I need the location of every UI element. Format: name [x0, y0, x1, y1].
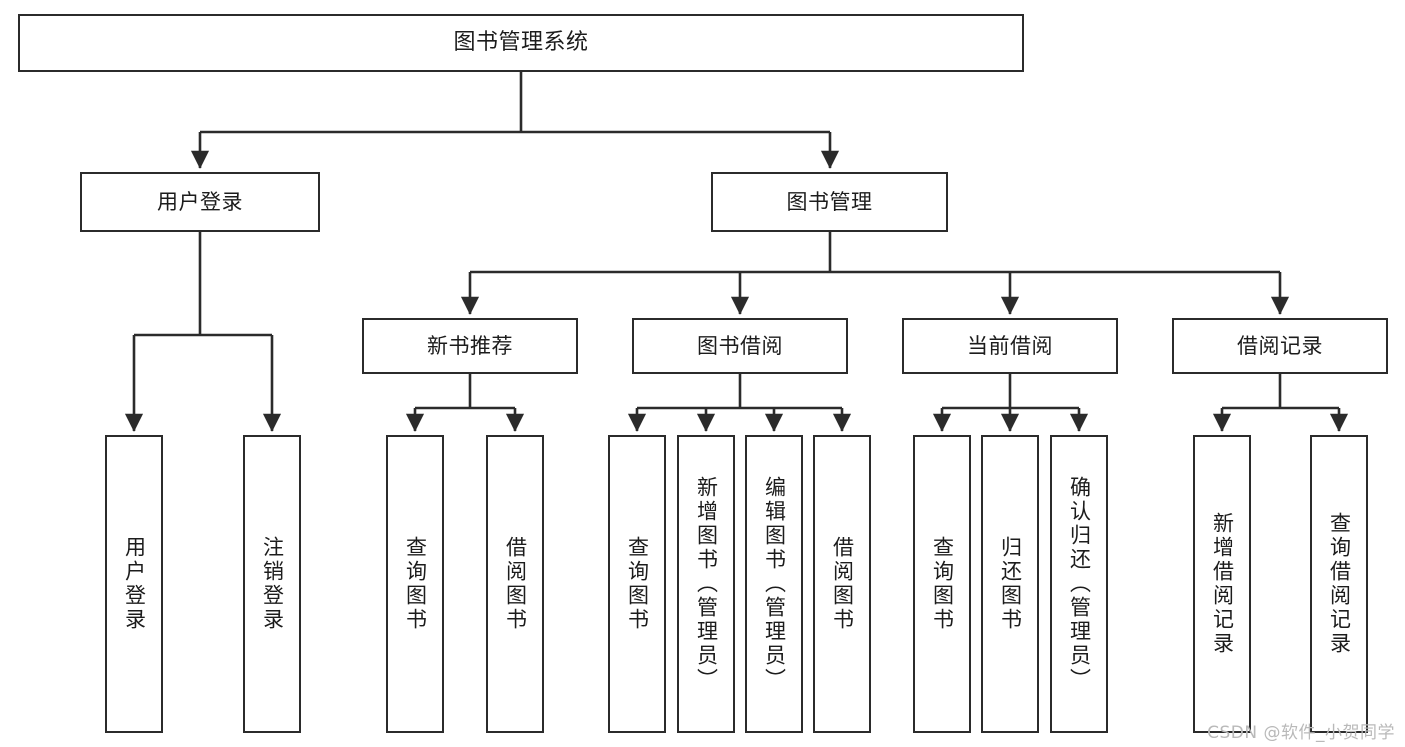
- node-leaf-logout[interactable]: 注销登录: [243, 435, 301, 733]
- node-leaf-query-book-label: 查询图书: [625, 536, 650, 632]
- node-root[interactable]: 图书管理系统: [18, 14, 1024, 72]
- node-leaf-borrow-book-rec-label: 借阅图书: [503, 536, 528, 632]
- csdn-watermark: CSDN @软件_小贺同学: [1207, 723, 1395, 743]
- node-borrow-record[interactable]: 借阅记录: [1172, 318, 1388, 374]
- node-user-login[interactable]: 用户登录: [80, 172, 320, 232]
- node-leaf-query-book-cur[interactable]: 查询图书: [913, 435, 971, 733]
- node-book-borrow-label: 图书借阅: [697, 333, 783, 358]
- node-leaf-borrow-book-rec[interactable]: 借阅图书: [486, 435, 544, 733]
- node-leaf-edit-book-label: 编辑图书（管理员）: [762, 476, 787, 692]
- node-current-borrow[interactable]: 当前借阅: [902, 318, 1118, 374]
- node-borrow-record-label: 借阅记录: [1237, 333, 1323, 358]
- node-new-book-recommend-label: 新书推荐: [427, 333, 513, 358]
- node-leaf-query-book-rec[interactable]: 查询图书: [386, 435, 444, 733]
- node-leaf-query-book-rec-label: 查询图书: [403, 536, 428, 632]
- node-book-manage[interactable]: 图书管理: [711, 172, 948, 232]
- node-leaf-return-book[interactable]: 归还图书: [981, 435, 1039, 733]
- node-leaf-user-login-label: 用户登录: [122, 536, 147, 632]
- node-leaf-query-record-label: 查询借阅记录: [1327, 512, 1352, 656]
- node-user-login-label: 用户登录: [157, 189, 243, 214]
- node-leaf-confirm-return-label: 确认归还（管理员）: [1067, 476, 1092, 692]
- node-leaf-confirm-return[interactable]: 确认归还（管理员）: [1050, 435, 1108, 733]
- node-new-book-recommend[interactable]: 新书推荐: [362, 318, 578, 374]
- node-leaf-user-login[interactable]: 用户登录: [105, 435, 163, 733]
- node-leaf-add-book[interactable]: 新增图书（管理员）: [677, 435, 735, 733]
- node-leaf-borrow-book[interactable]: 借阅图书: [813, 435, 871, 733]
- node-leaf-logout-label: 注销登录: [260, 536, 285, 632]
- node-leaf-borrow-book-label: 借阅图书: [830, 536, 855, 632]
- node-root-label: 图书管理系统: [453, 30, 589, 56]
- node-leaf-query-record[interactable]: 查询借阅记录: [1310, 435, 1368, 733]
- node-leaf-return-book-label: 归还图书: [998, 536, 1023, 632]
- node-leaf-add-book-label: 新增图书（管理员）: [694, 476, 719, 692]
- node-leaf-edit-book[interactable]: 编辑图书（管理员）: [745, 435, 803, 733]
- node-leaf-add-record-label: 新增借阅记录: [1210, 512, 1235, 656]
- node-book-manage-label: 图书管理: [786, 189, 873, 214]
- node-leaf-add-record[interactable]: 新增借阅记录: [1193, 435, 1251, 733]
- node-book-borrow[interactable]: 图书借阅: [632, 318, 848, 374]
- node-leaf-query-book[interactable]: 查询图书: [608, 435, 666, 733]
- node-leaf-query-book-cur-label: 查询图书: [930, 536, 955, 632]
- node-current-borrow-label: 当前借阅: [967, 333, 1053, 358]
